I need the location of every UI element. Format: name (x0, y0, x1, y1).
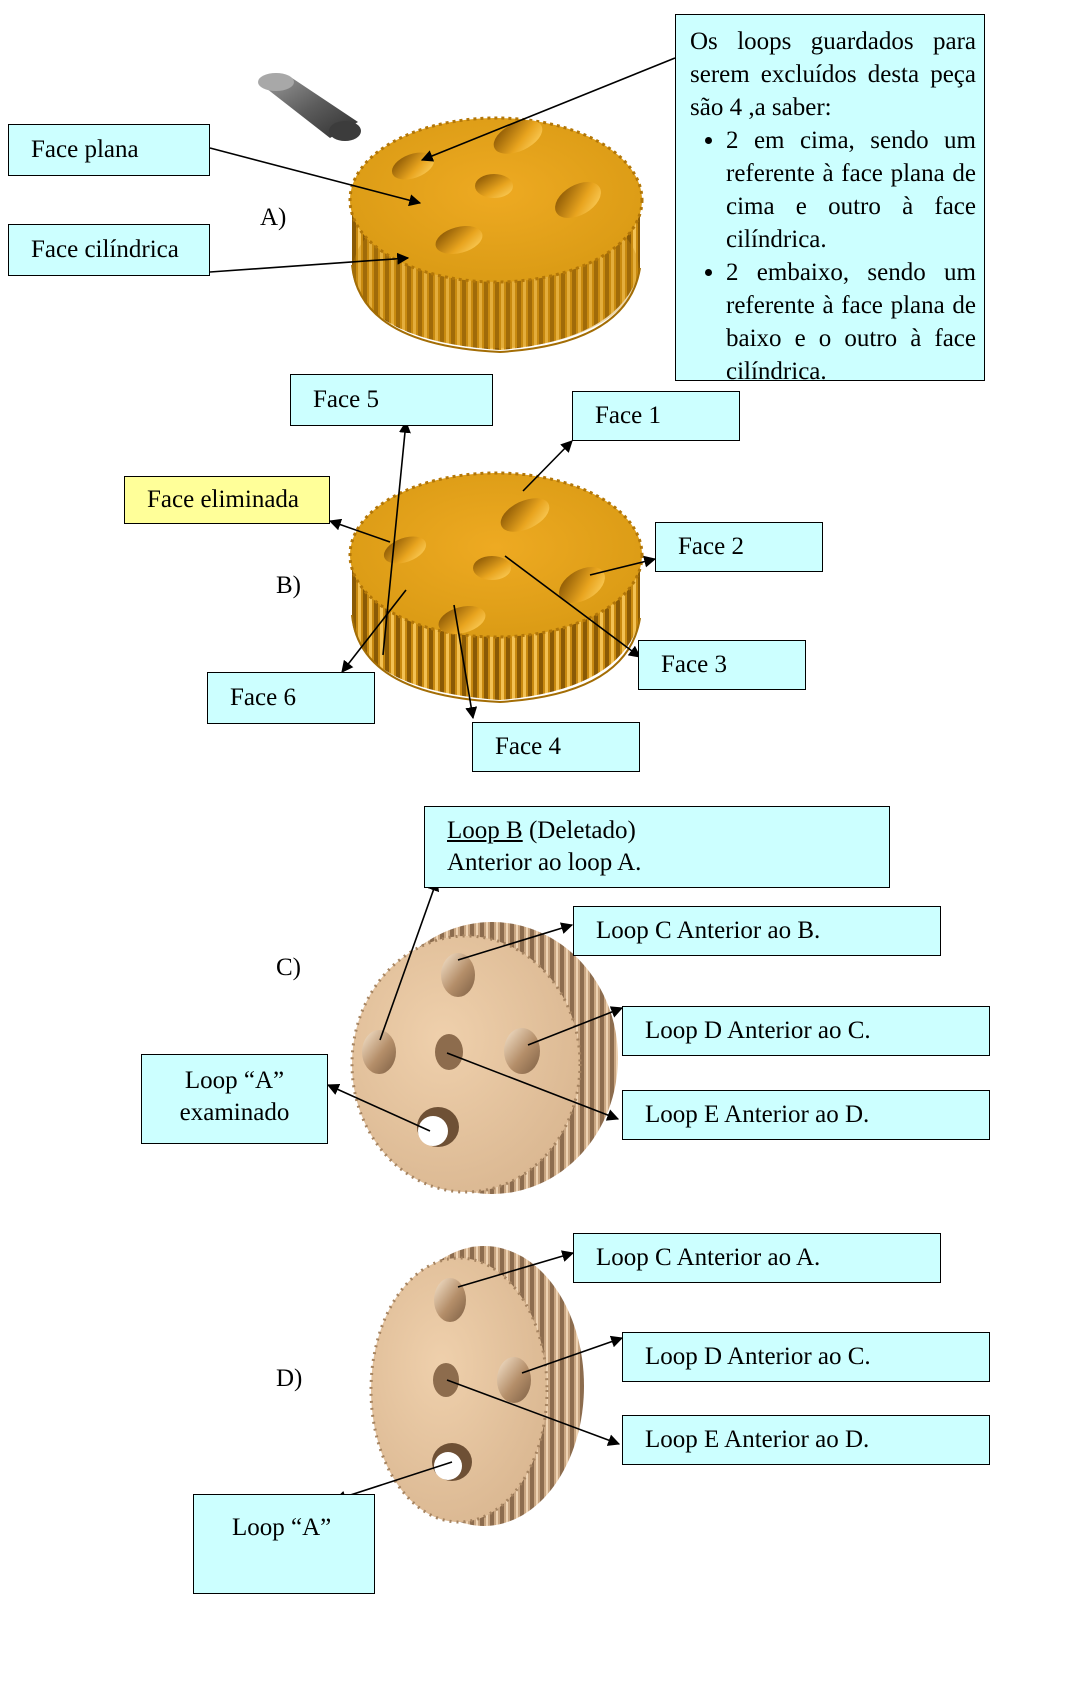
loops-note-intro: Os loops guardados para serem excluídos … (690, 28, 976, 121)
callout-loop-d-text: Loop D Anterior ao C. (645, 1017, 871, 1044)
callout-loop-a: Loop “A” examinado (141, 1054, 328, 1144)
loops-note-box: Os loops guardados para serem excluídos … (675, 14, 985, 385)
leader-face2 (589, 555, 657, 576)
loops-note-bullet-2: 2 embaixo, sendo um referente à face pla… (726, 256, 976, 388)
leader-face3 (504, 555, 641, 658)
callout-loop-b-line2: Anterior ao loop A. (447, 849, 642, 876)
leader-face4 (453, 604, 478, 720)
callout-face1: Face 1 (572, 391, 740, 441)
leader-loop-c (457, 922, 574, 961)
callout-face1-text: Face 1 (595, 402, 661, 429)
callout-face2: Face 2 (655, 522, 823, 572)
panel-label-c: C) (276, 954, 301, 981)
callout-loop-e: Loop E Anterior ao D. (622, 1090, 990, 1140)
callout-face3-text: Face 3 (661, 651, 727, 678)
callout-loop-b-line1: Loop B (Deletado) (447, 815, 879, 847)
callout-face-plana: Face plana (8, 124, 210, 176)
callout-loop-a-line2: examinado (179, 1099, 290, 1126)
gear-b-shape (348, 471, 644, 704)
callout-loop-d: Loop D Anterior ao C. (622, 1006, 990, 1056)
leader-d-loop-c (457, 1250, 575, 1288)
callout-face5-text: Face 5 (313, 386, 379, 413)
callout-face-cilindrica-text: Face cilíndrica (31, 236, 179, 263)
gear-a-shape (348, 116, 644, 354)
callout-face4-text: Face 4 (495, 733, 561, 760)
leader-loop-d (527, 1006, 624, 1046)
callout-face-cilindrica: Face cilíndrica (8, 224, 210, 276)
leader-note-to-hole (420, 57, 676, 162)
callout-face6-text: Face 6 (230, 684, 296, 711)
callout-loop-b: Loop B (Deletado) Anterior ao loop A. (424, 806, 890, 888)
callout-face2-text: Face 2 (678, 533, 744, 560)
panel-label-a: A) (260, 204, 287, 231)
leader-face1 (522, 440, 573, 492)
leader-face-plana (209, 147, 422, 207)
callout-face6: Face 6 (207, 672, 375, 724)
panel-label-b: B) (276, 572, 301, 599)
callout-loop-c-text: Loop C Anterior ao B. (596, 917, 821, 944)
leader-d-loop-e (446, 1379, 621, 1446)
callout-face-eliminada: Face eliminada (124, 476, 330, 524)
loops-note-bullet-1: 2 em cima, sendo um referente à face pla… (726, 124, 976, 256)
gear-d-shape (369, 1246, 584, 1526)
callout-face-plana-text: Face plana (31, 136, 139, 163)
leader-d-loop-d (521, 1335, 624, 1374)
leader-loop-e (446, 1052, 620, 1121)
callout-loop-a-line1: Loop “A” (184, 1067, 285, 1094)
callout-face4: Face 4 (472, 722, 640, 772)
leader-loop-a (326, 1083, 431, 1132)
leader-face6 (341, 589, 407, 673)
callout-d-loop-c: Loop C Anterior ao A. (573, 1233, 941, 1283)
loop-b-title: Loop B (447, 817, 523, 844)
callout-loop-e-text: Loop E Anterior ao D. (645, 1101, 870, 1128)
leader-loop-b (379, 878, 440, 1041)
panel-label-d: D) (276, 1365, 303, 1392)
callout-d-loop-c-text: Loop C Anterior ao A. (596, 1244, 821, 1271)
callout-d-loop-e-text: Loop E Anterior ao D. (645, 1426, 870, 1453)
callout-face-eliminada-text: Face eliminada (147, 486, 300, 513)
leader-face5 (382, 420, 411, 656)
callout-loop-c: Loop C Anterior ao B. (573, 906, 941, 956)
leader-d-loop-a (333, 1461, 453, 1503)
callout-face5: Face 5 (290, 374, 493, 426)
loop-b-status: (Deletado) (522, 817, 636, 844)
callout-d-loop-d-text: Loop D Anterior ao C. (645, 1343, 871, 1370)
callout-d-loop-e: Loop E Anterior ao D. (622, 1415, 990, 1465)
leader-face-eliminada (328, 518, 391, 543)
gear-c-shape (350, 922, 618, 1194)
callout-d-loop-d: Loop D Anterior ao C. (622, 1332, 990, 1382)
leader-face-cilindrica (209, 252, 410, 273)
pin-cylinder-shape (258, 73, 361, 141)
callout-face3: Face 3 (638, 640, 806, 690)
callout-d-loop-a: Loop “A” (193, 1494, 375, 1594)
callout-d-loop-a-text: Loop “A” (232, 1514, 332, 1541)
loops-note-list: 2 em cima, sendo um referente à face pla… (690, 124, 976, 388)
